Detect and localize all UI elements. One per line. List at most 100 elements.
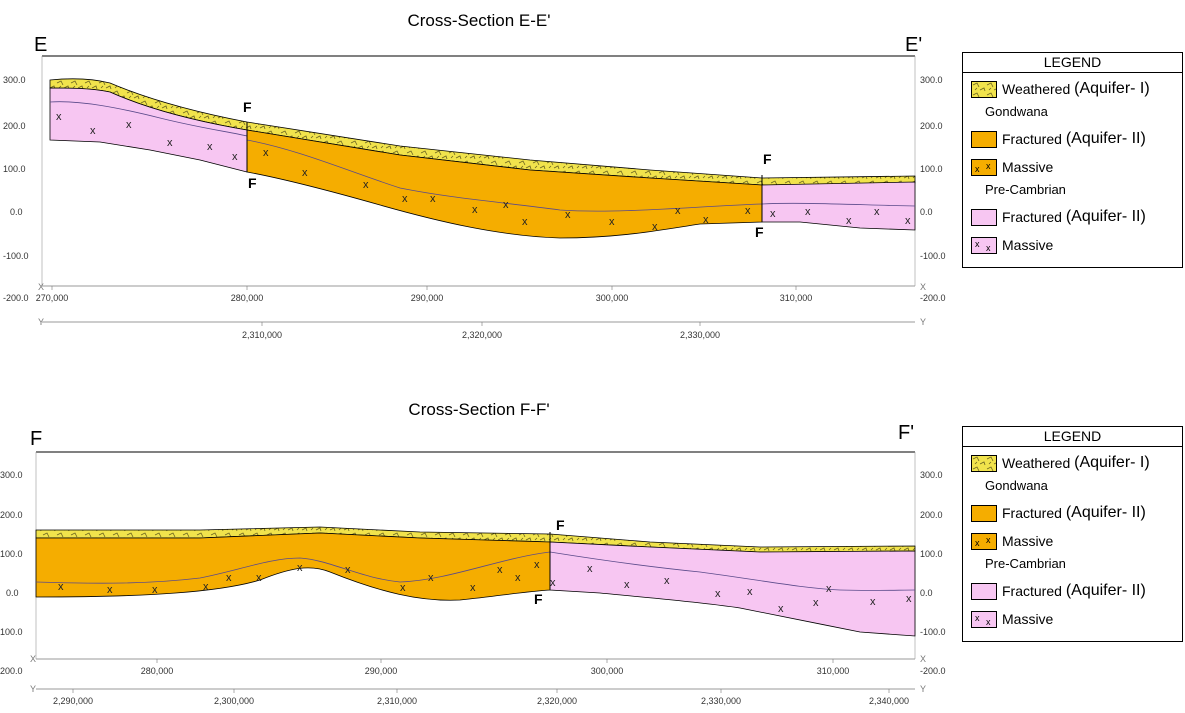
legend-aquifer: (Aquifer- II) — [1065, 130, 1146, 147]
massive-mark: x — [472, 204, 478, 216]
legend-aquifer: (Aquifer- II) — [1065, 208, 1146, 225]
massive-mark: x — [745, 205, 751, 217]
elevation-tick: -200.0 — [920, 293, 946, 303]
section-title: Cross-Section E-E' — [407, 11, 551, 30]
legend-aquifer: (Aquifer- II) — [1065, 504, 1146, 521]
massive-mark: x — [652, 221, 658, 233]
x-tick: 280,000 — [141, 666, 174, 676]
massive-mark: x — [664, 575, 670, 587]
precambrian-fractured-swatch — [971, 208, 997, 226]
massive-marks: x x x x x x x x x x x x x x x x x x x x … — [56, 111, 911, 233]
elevation-tick: 200.0 — [920, 121, 943, 131]
x-tick: 300,000 — [591, 666, 624, 676]
x-tick-labels: 280,000 290,000 300,000 310,000 — [141, 666, 850, 676]
x-tick: 270,000 — [36, 293, 69, 303]
massive-mark: x — [805, 206, 811, 218]
x-tick: 310,000 — [817, 666, 850, 676]
section-plot: F F x x x x x x x x x x x x x x x x x x … — [0, 451, 946, 706]
section-title: Cross-Section F-F' — [408, 400, 550, 419]
legend-group-gondwana: Gondwana — [985, 478, 1048, 493]
elevation-tick: 0.0 — [920, 207, 933, 217]
gondwana-fractured-swatch — [971, 130, 997, 148]
elevation-tick: 200.0 — [0, 510, 23, 520]
fault-label: F — [248, 175, 257, 191]
massive-mark: x — [675, 205, 681, 217]
massive-mark: x — [870, 596, 876, 608]
precambrian-block — [549, 541, 916, 637]
svg-text:x: x — [975, 613, 980, 623]
legend-item-precambrian-fractured: Fractured (Aquifer- II) — [963, 205, 1182, 229]
elevation-tick: -100.0 — [920, 627, 946, 637]
massive-mark: x — [126, 119, 132, 131]
legend-item-gondwana-fractured: Fractured (Aquifer- II) — [963, 127, 1182, 151]
precambrian-fractured-swatch — [971, 582, 997, 600]
massive-mark: x — [503, 199, 509, 211]
massive-mark: x — [778, 603, 784, 615]
axis-x-letter: X — [920, 282, 926, 292]
massive-mark: x — [906, 593, 912, 605]
massive-mark: x — [256, 572, 262, 584]
elevation-tick: 100.0 — [0, 627, 23, 637]
legend-label: Massive — [1002, 611, 1054, 627]
gondwana-fractured — [246, 129, 763, 239]
cross-section-e: Cross-Section E-E' E E' F F F F x x x x — [3, 11, 1183, 340]
massive-mark: x — [226, 572, 232, 584]
elevation-tick: 300.0 — [920, 75, 943, 85]
massive-mark: x — [232, 151, 238, 163]
x-tick: 310,000 — [780, 293, 813, 303]
legend-title: LEGEND — [963, 427, 1182, 447]
legend-label: Fractured — [1002, 209, 1062, 225]
axis-y-letter: Y — [920, 317, 926, 327]
massive-mark: x — [107, 584, 113, 596]
elevation-tick: 100.0 — [0, 549, 23, 559]
elevation-tick: -100.0 — [3, 251, 29, 261]
elevation-tick: -200.0 — [3, 293, 29, 303]
y-tick-labels: 2,290,000 2,300,000 2,310,000 2,320,000 … — [53, 696, 909, 706]
legend-label: Weathered — [1002, 455, 1071, 471]
weathered-swatch — [971, 80, 997, 98]
gondwana-fractured-swatch — [971, 504, 997, 522]
legend-aquifer: (Aquifer- II) — [1065, 582, 1146, 599]
massive-mark: x — [302, 167, 308, 179]
elevation-tick: 100.0 — [920, 549, 943, 559]
section-plot: F F F F x x x x x x x x x x x x x x x x … — [3, 55, 946, 340]
massive-mark: x — [297, 562, 303, 574]
massive-mark: x — [203, 581, 209, 593]
legend-aquifer: (Aquifer- I) — [1074, 454, 1150, 471]
fault-label: F — [763, 151, 772, 167]
left-elevation-axis: 300.0 200.0 100.0 0.0 -100.0 -200.0 — [3, 75, 29, 303]
massive-mark: x — [497, 564, 503, 576]
legend-label: Weathered — [1002, 81, 1071, 97]
legend-label: Massive — [1002, 237, 1054, 253]
massive-mark: x — [534, 559, 540, 571]
elevation-tick: 100.0 — [3, 164, 26, 174]
massive-mark: x — [167, 137, 173, 149]
svg-text:x: x — [986, 161, 991, 171]
massive-mark: x — [345, 564, 351, 576]
contact-line-left — [49, 101, 248, 137]
y-tick: 2,310,000 — [242, 330, 282, 340]
axis-y-letter: Y — [920, 684, 926, 694]
elevation-tick: 0.0 — [6, 588, 19, 598]
legend-group-gondwana: Gondwana — [985, 104, 1048, 119]
x-tick-marks — [51, 286, 797, 290]
y-tick: 2,330,000 — [701, 696, 741, 706]
massive-mark: x — [703, 214, 709, 226]
massive-mark: x — [58, 581, 64, 593]
axis-x-letter: X — [30, 654, 36, 664]
y-tick-marks — [261, 322, 701, 326]
gondwana-fractured — [35, 532, 551, 601]
contact-line-right — [549, 551, 916, 591]
y-tick: 2,320,000 — [537, 696, 577, 706]
massive-mark: x — [56, 111, 62, 123]
legend-group-precambrian: Pre-Cambrian — [985, 556, 1066, 571]
contact-line-middle — [246, 139, 763, 212]
elevation-tick: 300.0 — [920, 470, 943, 480]
axis-y-letter: Y — [30, 684, 36, 694]
